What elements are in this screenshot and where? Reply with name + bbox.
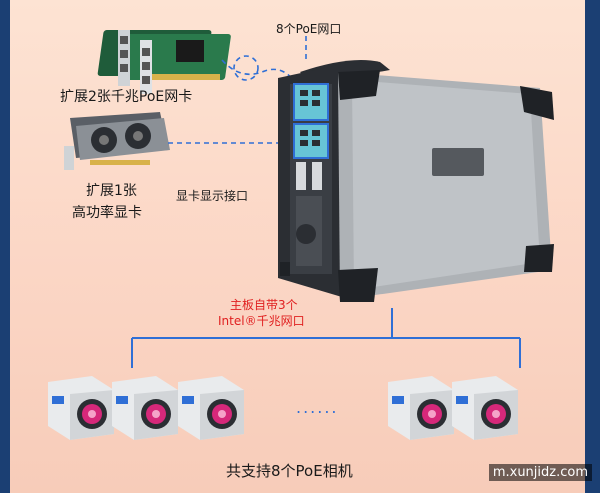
label-gpu-display-port: 显卡显示接口 — [176, 189, 249, 203]
label-board-ports-line2: Intel®千兆网口 — [218, 314, 305, 328]
rugged-computer-icon — [278, 59, 554, 302]
ellipsis: ...... — [296, 398, 339, 417]
watermark: m.xunjidz.com — [488, 464, 592, 481]
label-expand-gpu-line1: 扩展1张 — [86, 183, 137, 199]
label-cameras-total: 共支持8个PoE相机 — [226, 462, 353, 480]
label-expand-poe-card: 扩展2张千兆PoE网卡 — [60, 89, 193, 105]
gpu-icon — [64, 112, 170, 170]
label-expand-gpu-line2: 高功率显卡 — [72, 205, 142, 221]
camera-group — [48, 376, 518, 440]
camera-icon — [452, 376, 518, 440]
network-lines — [131, 308, 521, 368]
camera-icon — [112, 376, 178, 440]
label-board-ports-line1: 主板自带3个 — [230, 298, 298, 312]
label-poe-ports: 8个PoE网口 — [276, 22, 342, 36]
poe-card-icon — [97, 30, 231, 94]
camera-icon — [178, 376, 244, 440]
camera-icon — [388, 376, 454, 440]
camera-icon — [48, 376, 114, 440]
